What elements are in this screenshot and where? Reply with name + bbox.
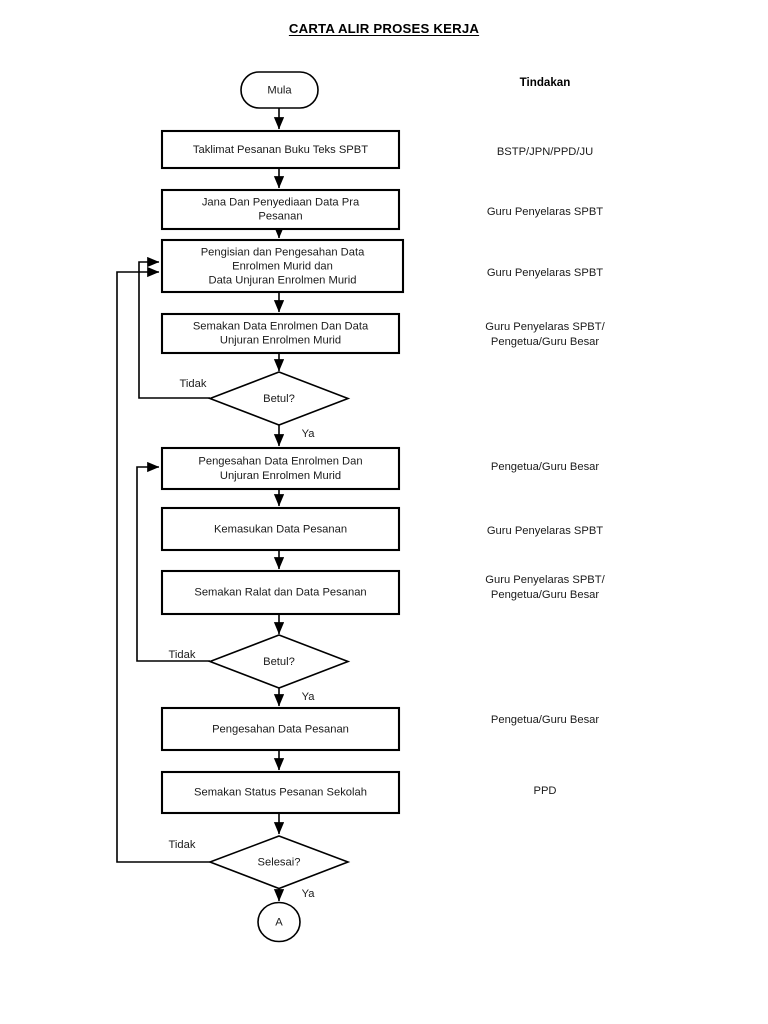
- d2-label: Betul?: [263, 656, 295, 668]
- p7-label: Semakan Ralat dan Data Pesanan: [194, 586, 366, 598]
- p3-label-line3: Data Unjuran Enrolmen Murid: [209, 274, 357, 286]
- actor-column-header: Tindakan: [519, 76, 571, 89]
- node-d3[interactable]: Selesai?: [207, 835, 351, 890]
- node-d2[interactable]: Betul?: [207, 634, 351, 689]
- node-p5[interactable]: Pengesahan Data Enrolmen Dan Unjuran Enr…: [160, 446, 401, 491]
- p1-label: Taklimat Pesanan Buku Teks SPBT: [193, 144, 368, 156]
- d2-yes-label: Ya: [302, 691, 316, 703]
- actor-p3: Guru Penyelaras SPBT: [487, 267, 603, 279]
- p4-process-shape: [160, 312, 401, 355]
- p8-label: Pengesahan Data Pesanan: [212, 723, 349, 735]
- actor-p4-line1: Guru Penyelaras SPBT/: [485, 321, 605, 333]
- connector-layer: [116, 108, 285, 902]
- p6-process-shape: [160, 506, 401, 552]
- edge-d3-no-to-p3: [116, 266, 210, 863]
- p1-process-shape: [160, 129, 401, 170]
- d1-no-label: Tidak: [180, 378, 207, 390]
- p5-label-line2: Unjuran Enrolmen Murid: [220, 470, 341, 482]
- actor-p5: Pengetua/Guru Besar: [491, 461, 599, 473]
- edge-d2-no-to-p5: [136, 461, 210, 662]
- node-end-connector[interactable]: A: [257, 901, 301, 943]
- node-p3[interactable]: Pengisian dan Pengesahan Data Enrolmen M…: [160, 238, 405, 294]
- p5-label-line1: Pengesahan Data Enrolmen Dan: [198, 455, 362, 467]
- end-connector-shape: [257, 901, 301, 943]
- actor-p7-line2: Pengetua/Guru Besar: [491, 589, 599, 601]
- d3-label: Selesai?: [258, 856, 301, 868]
- d2-no-label: Tidak: [169, 649, 196, 661]
- edge-d1-no-to-p3: [138, 256, 210, 399]
- page-title: CARTA ALIR PROSES KERJA: [288, 21, 480, 36]
- p7-process-shape: [160, 569, 401, 616]
- node-p7[interactable]: Semakan Ralat dan Data Pesanan: [160, 569, 401, 616]
- node-p6[interactable]: Kemasukan Data Pesanan: [160, 506, 401, 552]
- actor-column: BSTP/JPN/PPD/JU Guru Penyelaras SPBT Gur…: [485, 146, 605, 797]
- p9-label: Semakan Status Pesanan Sekolah: [194, 786, 367, 798]
- end-connector-label: A: [275, 916, 283, 928]
- actor-p1: BSTP/JPN/PPD/JU: [497, 146, 593, 158]
- start-terminator-shape: [240, 71, 319, 109]
- p2-label-line1: Jana Dan Penyediaan Data Pra: [202, 196, 360, 208]
- p6-label: Kemasukan Data Pesanan: [214, 523, 347, 535]
- d3-yes-label: Ya: [302, 888, 316, 900]
- start-label: Mula: [267, 84, 292, 96]
- d2-decision-shape: [207, 634, 351, 689]
- p2-label-line2: Pesanan: [258, 210, 302, 222]
- actor-p6: Guru Penyelaras SPBT: [487, 525, 603, 537]
- p3-label-line2: Enrolmen Murid dan: [232, 260, 333, 272]
- node-p1[interactable]: Taklimat Pesanan Buku Teks SPBT: [160, 129, 401, 170]
- d1-decision-shape: [207, 371, 351, 426]
- p5-process-shape: [160, 446, 401, 491]
- d1-yes-label: Ya: [302, 428, 316, 440]
- actor-p4-line2: Pengetua/Guru Besar: [491, 336, 599, 348]
- node-p2[interactable]: Jana Dan Penyediaan Data Pra Pesanan: [160, 188, 401, 231]
- d3-no-label: Tidak: [169, 839, 196, 851]
- d3-decision-shape: [207, 835, 351, 890]
- node-start[interactable]: Mula: [240, 71, 319, 109]
- actor-p9: PPD: [533, 785, 556, 797]
- p4-label-line1: Semakan Data Enrolmen Dan Data: [193, 320, 369, 332]
- p9-process-shape: [160, 770, 401, 815]
- actor-p2: Guru Penyelaras SPBT: [487, 206, 603, 218]
- p3-label-line1: Pengisian dan Pengesahan Data: [201, 246, 365, 258]
- actor-p8: Pengetua/Guru Besar: [491, 714, 599, 726]
- p4-label-line2: Unjuran Enrolmen Murid: [220, 334, 341, 346]
- d1-label: Betul?: [263, 393, 295, 405]
- p8-process-shape: [160, 706, 401, 752]
- node-d1[interactable]: Betul?: [207, 371, 351, 426]
- node-p9[interactable]: Semakan Status Pesanan Sekolah: [160, 770, 401, 815]
- node-p8[interactable]: Pengesahan Data Pesanan: [160, 706, 401, 752]
- actor-p7-line1: Guru Penyelaras SPBT/: [485, 574, 605, 586]
- node-p4[interactable]: Semakan Data Enrolmen Dan Data Unjuran E…: [160, 312, 401, 355]
- p3-process-shape: [160, 238, 405, 294]
- p2-process-shape: [160, 188, 401, 231]
